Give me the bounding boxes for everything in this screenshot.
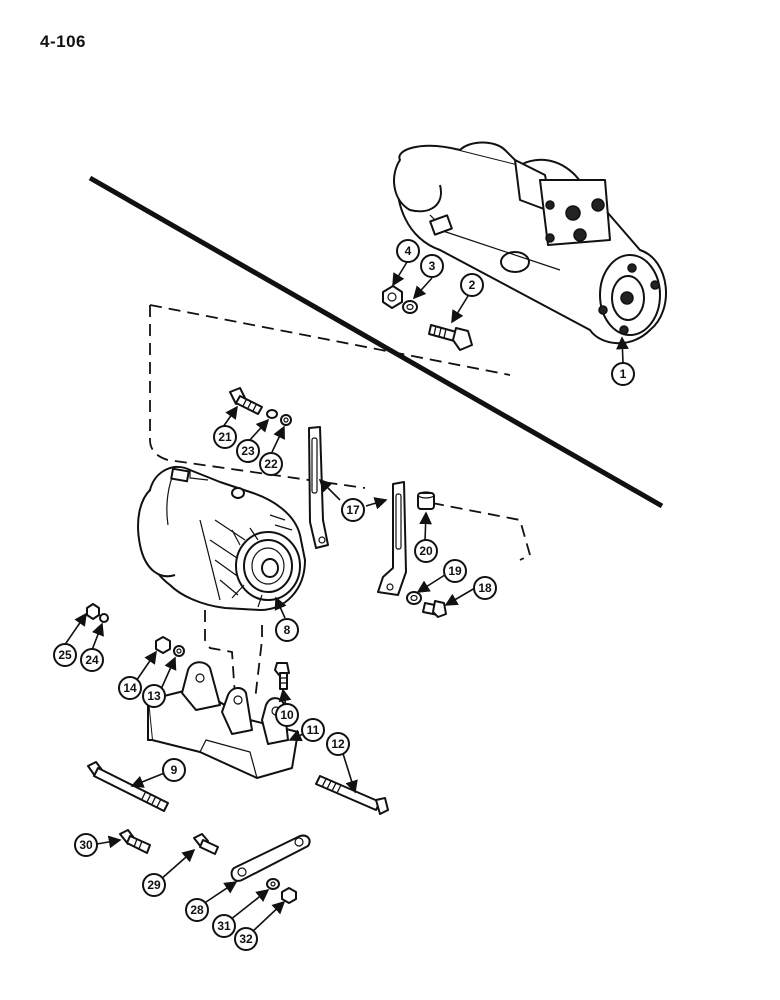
callout-22: 22 xyxy=(259,452,283,476)
svg-text:19: 19 xyxy=(448,564,462,578)
adjusting-strap-upper xyxy=(308,426,329,549)
svg-text:1: 1 xyxy=(620,367,627,381)
svg-text:18: 18 xyxy=(478,581,492,595)
washer-31 xyxy=(266,878,280,890)
svg-text:28: 28 xyxy=(190,903,204,917)
starter-motor xyxy=(393,141,667,345)
callout-4: 4 xyxy=(396,239,420,263)
svg-text:22: 22 xyxy=(264,457,278,471)
bolt-21 xyxy=(229,387,263,415)
svg-text:12: 12 xyxy=(331,737,345,751)
callout-30: 30 xyxy=(74,833,98,857)
svg-text:9: 9 xyxy=(171,763,178,777)
callout-25: 25 xyxy=(53,643,77,667)
lock-washer-3 xyxy=(402,300,418,314)
nut-14 xyxy=(155,636,171,654)
callout-24: 24 xyxy=(80,648,104,672)
washer-13 xyxy=(173,645,185,657)
mounting-outline-top xyxy=(149,304,511,376)
callout-9: 9 xyxy=(162,758,186,782)
callout-8: 8 xyxy=(275,618,299,642)
callout-13: 13 xyxy=(142,684,166,708)
alternator xyxy=(137,465,306,611)
svg-text:29: 29 xyxy=(147,878,161,892)
bolt-9 xyxy=(87,761,169,812)
mounting-bracket xyxy=(147,661,299,779)
callout-12: 12 xyxy=(326,732,350,756)
bolt-30 xyxy=(119,829,151,854)
svg-text:10: 10 xyxy=(280,708,294,722)
svg-text:30: 30 xyxy=(79,838,93,852)
svg-text:20: 20 xyxy=(419,544,433,558)
svg-text:21: 21 xyxy=(218,430,232,444)
washer-19 xyxy=(406,591,422,605)
svg-text:25: 25 xyxy=(58,648,72,662)
svg-text:8: 8 xyxy=(284,623,291,637)
bolt-2 xyxy=(428,324,473,351)
mounting-outline-upper xyxy=(149,305,366,489)
svg-text:31: 31 xyxy=(217,919,231,933)
callout-28: 28 xyxy=(185,898,209,922)
callout-21: 21 xyxy=(213,425,237,449)
section-divider-line xyxy=(88,175,664,509)
page-number: 4-106 xyxy=(40,32,86,51)
svg-text:23: 23 xyxy=(241,444,255,458)
svg-text:14: 14 xyxy=(123,681,137,695)
callout-10: 10 xyxy=(275,703,299,727)
washer-23 xyxy=(266,409,278,419)
callout-1: 1 xyxy=(611,362,635,386)
callout-3: 3 xyxy=(420,254,444,278)
callout-19: 19 xyxy=(443,559,467,583)
callout-2: 2 xyxy=(460,273,484,297)
nut-4 xyxy=(382,285,403,309)
bolt-10 xyxy=(274,662,290,690)
callout-18: 18 xyxy=(473,576,497,600)
callout-20: 20 xyxy=(414,539,438,563)
washer-22 xyxy=(280,414,292,426)
spacer-20 xyxy=(417,491,435,510)
callout-32: 32 xyxy=(234,927,258,951)
adjusting-strap-lower xyxy=(377,481,407,596)
svg-text:11: 11 xyxy=(307,723,320,737)
svg-text:17: 17 xyxy=(346,503,360,517)
callout-11: 11 xyxy=(301,718,325,742)
svg-text:4: 4 xyxy=(405,244,412,258)
svg-text:2: 2 xyxy=(469,278,476,292)
callout-29: 29 xyxy=(142,873,166,897)
bolt-29 xyxy=(193,833,219,855)
svg-text:3: 3 xyxy=(429,259,436,273)
mounting-outline-lower2 xyxy=(254,625,263,701)
nut-25 xyxy=(86,603,100,620)
svg-text:32: 32 xyxy=(239,932,253,946)
nut-32 xyxy=(281,887,297,904)
svg-text:24: 24 xyxy=(85,653,99,667)
callout-17: 17 xyxy=(341,498,365,522)
callout-23: 23 xyxy=(236,439,260,463)
leader-lines xyxy=(63,261,629,933)
callout-14: 14 xyxy=(118,676,142,700)
svg-text:13: 13 xyxy=(147,689,161,703)
callout-31: 31 xyxy=(212,914,236,938)
link-plate-28 xyxy=(230,834,311,882)
washer-24 xyxy=(99,613,109,623)
bolt-18 xyxy=(422,600,447,618)
mounting-outline-right xyxy=(431,502,532,561)
